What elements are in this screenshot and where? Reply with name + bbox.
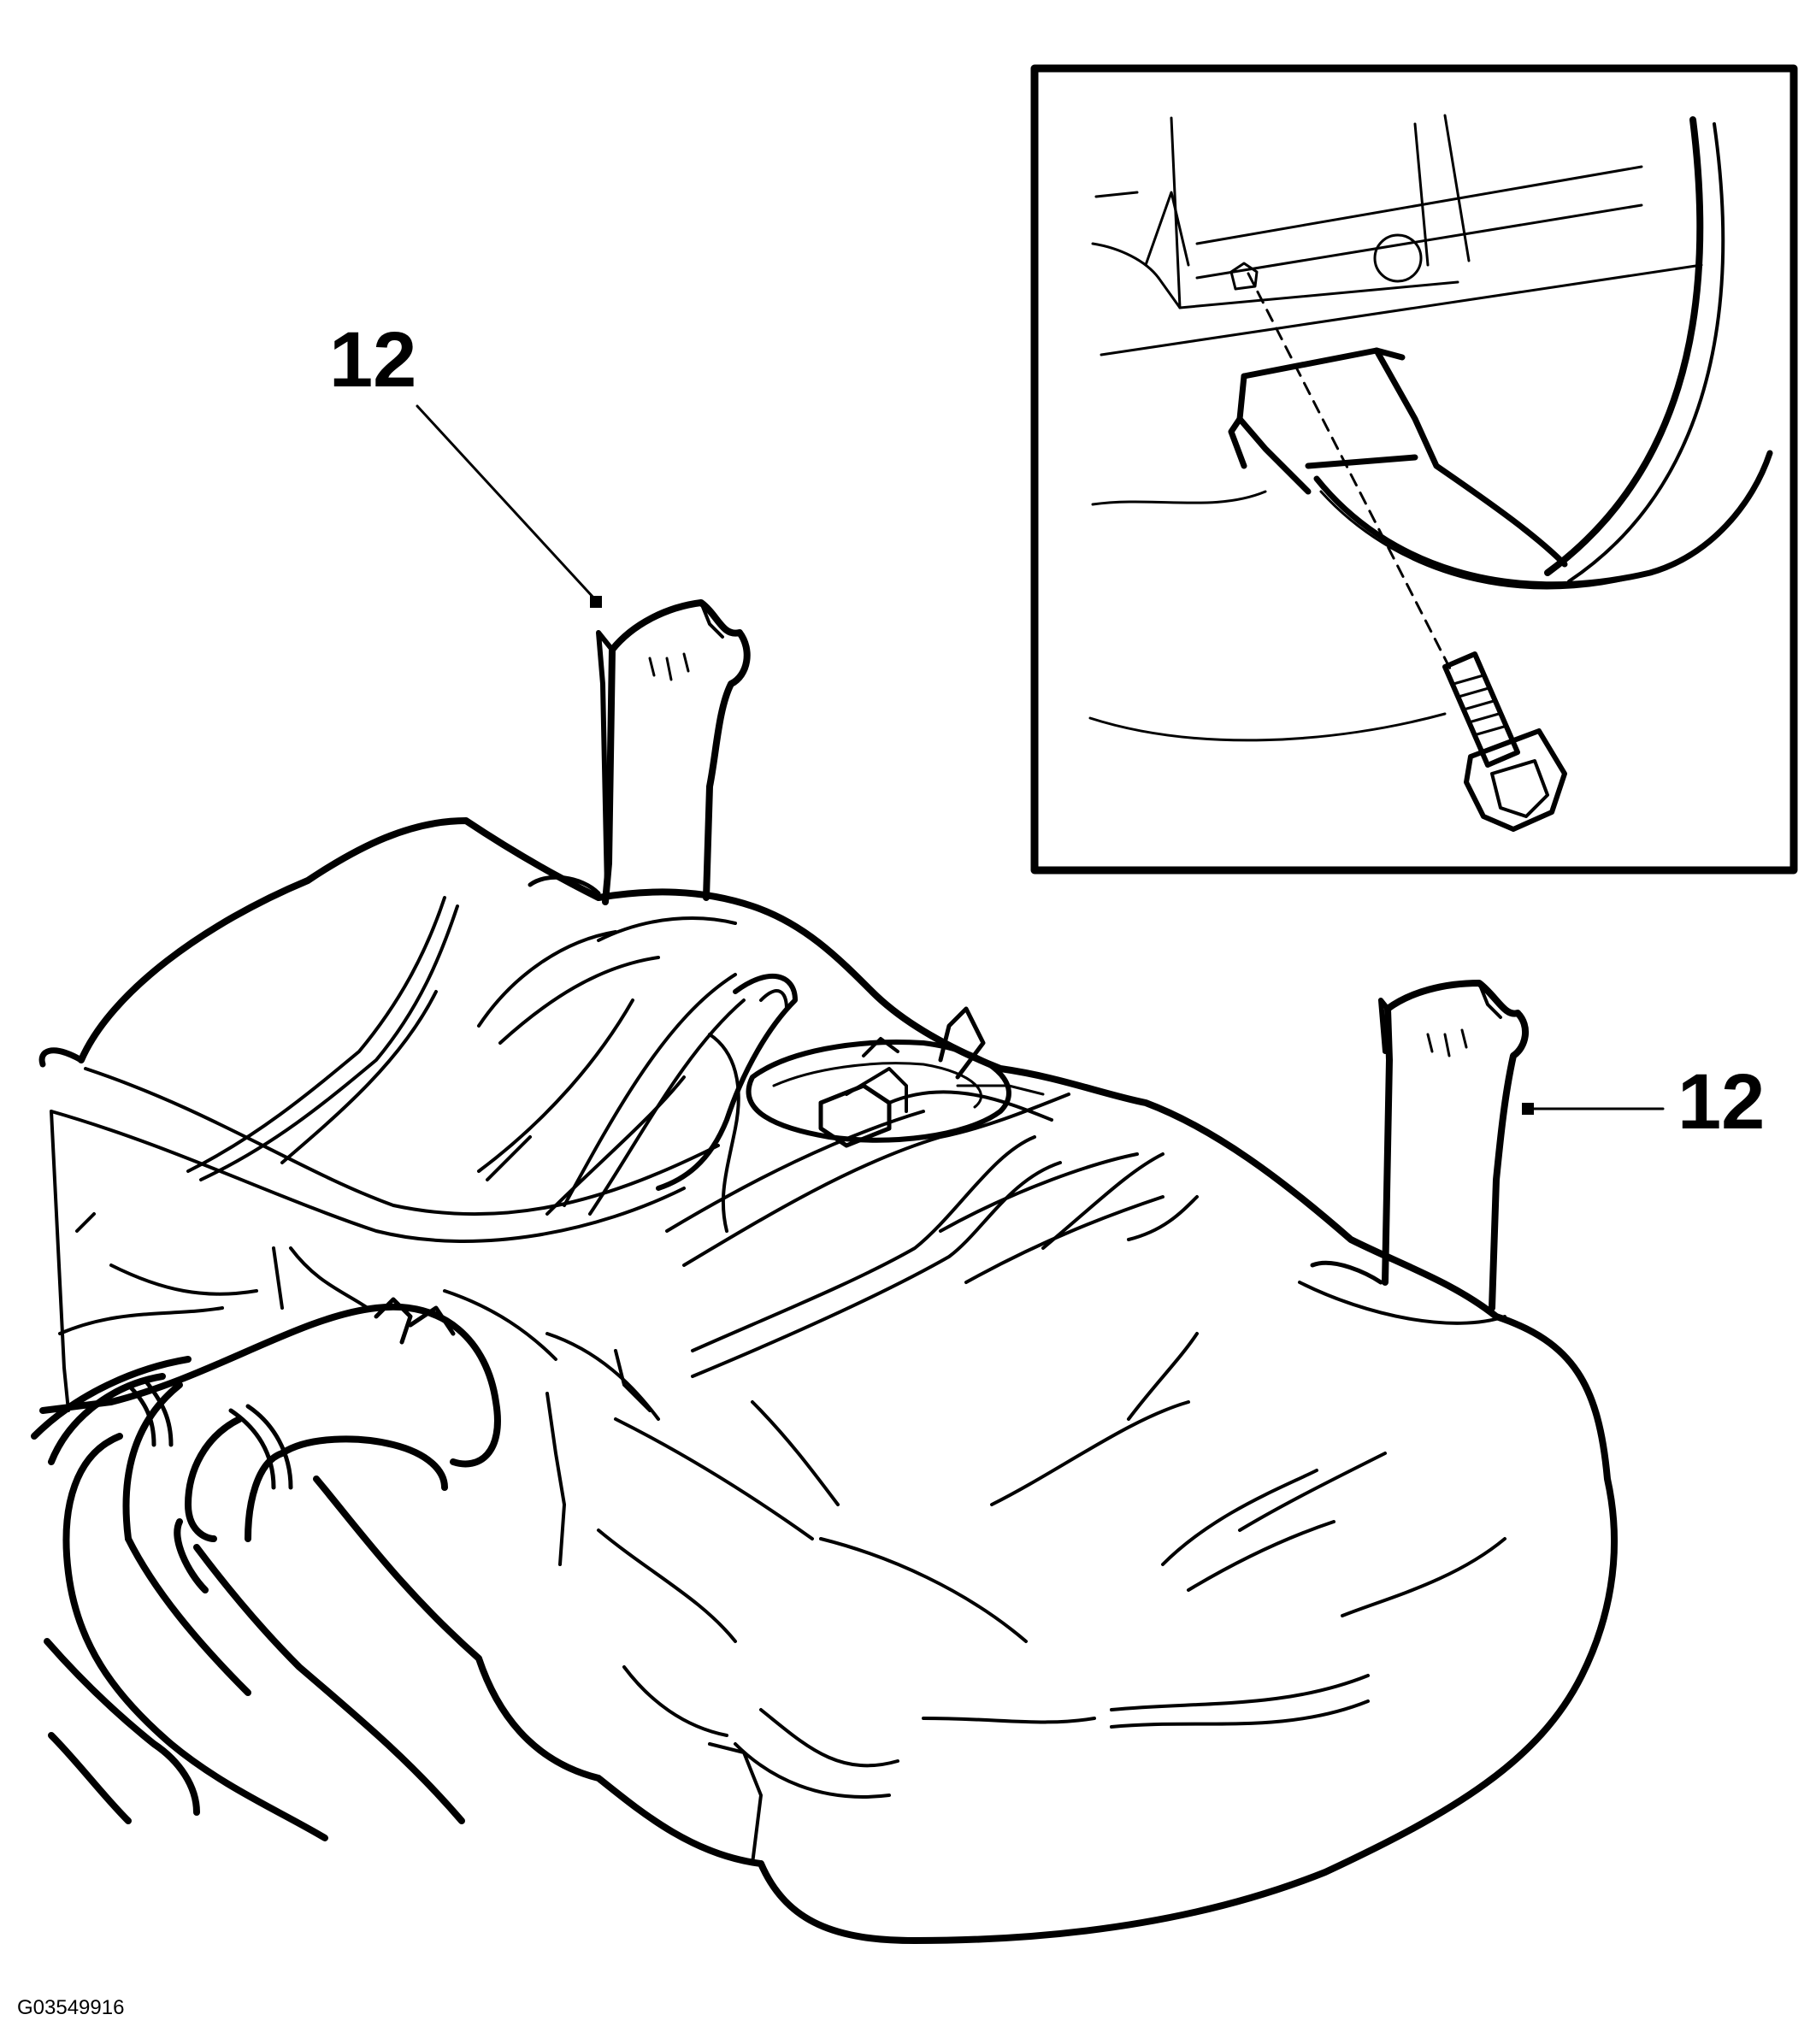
callout-label-right: 12: [1677, 1058, 1766, 1146]
tank-strap-left: [528, 599, 751, 905]
figure-id-label: G03549916: [17, 1996, 125, 2019]
filler-hose: [31, 1303, 501, 1841]
leader-line-left: [416, 404, 596, 600]
fuel-pump-module: [656, 974, 1045, 1191]
inset-tank-contours: [1088, 490, 1447, 742]
tank-left-edge: [38, 1047, 85, 1068]
tank-strap-end: [1228, 347, 1568, 568]
inset-frame-rail: [1091, 114, 1703, 356]
fuel-tank: [31, 817, 1618, 1944]
callout-leaders: [416, 404, 1665, 1115]
leader-dot-left: [590, 596, 602, 608]
tank-contours: [50, 896, 1506, 1865]
tank-strap-right: [1310, 980, 1530, 1311]
callout-label-left: 12: [329, 316, 417, 403]
bolt: [1442, 651, 1567, 832]
tank-outline: [78, 817, 1618, 1944]
inset-detail: [1030, 64, 1798, 875]
hose-clamps: [126, 1297, 456, 1490]
inset-frame: [1030, 64, 1798, 875]
leader-dot-right: [1522, 1103, 1534, 1115]
alignment-line: [1247, 272, 1455, 677]
